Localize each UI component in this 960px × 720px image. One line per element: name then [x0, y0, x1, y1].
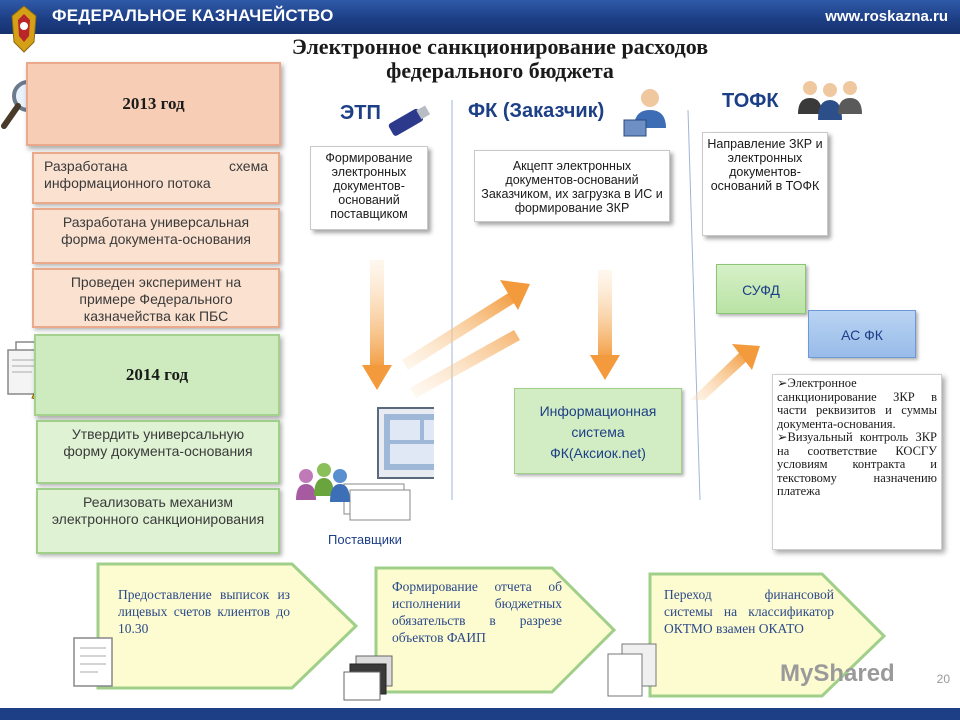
computer-suppliers-icon — [296, 407, 434, 521]
note-tofk: Направление ЗКР и электронных документов… — [702, 132, 828, 236]
title-line-2: федерального бюджета — [386, 58, 614, 83]
check-item-1: ➢Электронное санкционирование ЗКР в част… — [777, 376, 937, 431]
note-etp: Формирование электронных документов-осно… — [310, 146, 428, 230]
check-item-2: ➢Визуальный контроль ЗКР на соответствие… — [777, 430, 937, 498]
arrow-down-left — [410, 330, 520, 398]
site-url-link[interactable]: www.roskazna.ru — [825, 8, 948, 25]
org-name: ФЕДЕРАЛЬНОЕ КАЗНАЧЕЙСТВО — [52, 6, 334, 25]
checks-box: ➢Электронное санкционирование ЗКР в част… — [772, 374, 942, 550]
page-number: 20 — [936, 672, 950, 686]
column-fk: ФК (Заказчик) — [468, 100, 605, 122]
header-bar — [0, 0, 960, 34]
column-tofk: ТОФК — [722, 90, 779, 112]
arrow-down-etp — [362, 260, 392, 390]
coat-of-arms-icon — [11, 5, 37, 53]
info-system-box[interactable]: Информационная система ФК(Аксиок.net) — [514, 388, 682, 474]
bottom-step-3: Переход финансовой системы на классифика… — [664, 587, 834, 636]
item-2013-3: Проведен эксперимент на примере Федераль… — [32, 268, 280, 328]
page-title: Электронное санкционирование расходов фе… — [200, 35, 800, 83]
info-system-line-3: ФК(Аксиок.net) — [550, 445, 646, 461]
info-system-line-1: Информационная — [539, 403, 657, 419]
item-2013-1: Разработана схема информационного потока — [32, 152, 280, 204]
watermark: MyShared — [780, 660, 895, 687]
column-etp: ЭТП — [340, 102, 381, 124]
archive-folder-icon — [343, 655, 393, 701]
arrow-up-fk — [402, 280, 530, 370]
document-icon — [73, 637, 113, 687]
copy-documents-icon — [607, 643, 657, 697]
item-2013-2: Разработана универсальная форма документ… — [32, 208, 280, 264]
column-dividers — [451, 100, 701, 500]
check-icon: ➢ — [777, 430, 788, 444]
item-2014-2: Реализовать механизм электронного санкци… — [36, 488, 280, 554]
arrow-down-fk — [590, 270, 620, 380]
year-2013-box: 2013 год — [26, 62, 281, 146]
people-group-icon — [798, 81, 862, 120]
bottom-step-2: Формирование отчета об исполнении бюджет… — [392, 579, 562, 645]
usb-token-icon — [388, 105, 431, 136]
year-2014-box: 2014 год — [34, 334, 280, 416]
suppliers-label: Поставщики — [328, 532, 402, 547]
asfk-button[interactable]: АС ФК — [808, 310, 916, 358]
bottom-arrows — [96, 562, 887, 698]
check-icon: ➢ — [777, 376, 788, 390]
arrow-to-sufd — [690, 344, 760, 400]
info-system-line-2: система — [571, 424, 625, 440]
bottom-step-1: Предоставление выписок из лицевых счетов… — [118, 587, 290, 636]
item-2014-1: Утвердить универсальную форму документа-… — [36, 420, 280, 484]
user-computer-icon — [623, 89, 666, 137]
sufd-button[interactable]: СУФД — [716, 264, 806, 314]
title-line-1: Электронное санкционирование расходов — [291, 34, 709, 59]
footer-bar — [0, 708, 960, 720]
flow-arrows — [362, 260, 760, 400]
note-fk: Акцепт электронных документов-оснований … — [474, 150, 670, 222]
